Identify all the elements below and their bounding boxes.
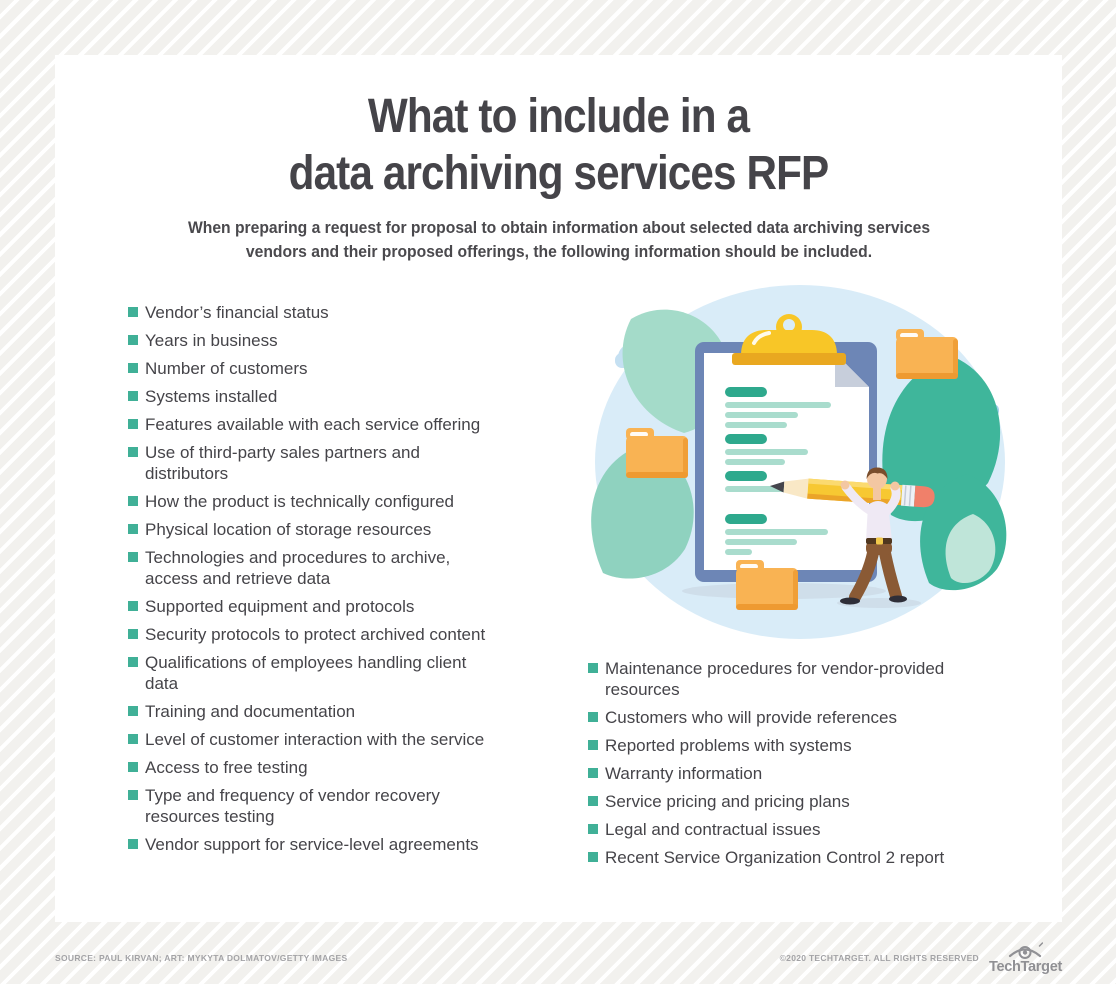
list-item: Legal and contractual issues bbox=[588, 819, 1041, 840]
source-credit: SOURCE: PAUL KIRVAN; ART: MYKYTA DOLMATO… bbox=[55, 953, 348, 964]
list-item: Reported problems with systems bbox=[588, 735, 1041, 756]
list-item: Vendor support for service-level agreeme… bbox=[128, 834, 580, 855]
list-item: Qualifications of employees handling cli… bbox=[128, 652, 580, 694]
list-item: Maintenance procedures for vendor-provid… bbox=[588, 658, 1041, 700]
footer-right: ©2020 TECHTARGET. ALL RIGHTS RESERVED Te… bbox=[780, 942, 1062, 975]
rfp-items-right-column: Maintenance procedures for vendor-provid… bbox=[588, 658, 1041, 868]
techtarget-wordmark: TechTarget bbox=[988, 959, 1062, 975]
rfp-items-left-column: Vendor’s financial status Years in busin… bbox=[128, 302, 580, 862]
list-item: Level of customer interaction with the s… bbox=[128, 729, 580, 750]
list-item: Systems installed bbox=[128, 386, 580, 407]
list-item: Technologies and procedures to archive, … bbox=[128, 547, 580, 589]
list-item: Type and frequency of vendor recovery re… bbox=[128, 785, 580, 827]
page-title-line2: data archiving services RFP bbox=[288, 147, 830, 200]
infographic-card: What to include in a data archiving serv… bbox=[55, 55, 1062, 922]
list-item: Supported equipment and protocols bbox=[128, 596, 580, 617]
list-item: Use of third-party sales partners and di… bbox=[128, 442, 580, 484]
right-column: Maintenance procedures for vendor-provid… bbox=[581, 283, 1041, 875]
list-item: Warranty information bbox=[588, 763, 1041, 784]
list-item: Physical location of storage resources bbox=[128, 519, 580, 540]
list-item: Access to free testing bbox=[128, 757, 580, 778]
copyright-notice: ©2020 TECHTARGET. ALL RIGHTS RESERVED bbox=[779, 953, 979, 964]
checklist-lines bbox=[725, 387, 831, 555]
clip-icon bbox=[732, 314, 846, 365]
list-item: Years in business bbox=[128, 330, 580, 351]
list-item: Recent Service Organization Control 2 re… bbox=[588, 847, 1041, 868]
page-title: What to include in a data archiving serv… bbox=[115, 55, 1001, 202]
list-item: Number of customers bbox=[128, 358, 580, 379]
list-item: Vendor’s financial status bbox=[128, 302, 580, 323]
footer: SOURCE: PAUL KIRVAN; ART: MYKYTA DOLMATO… bbox=[55, 942, 1062, 975]
clipboard-illustration-svg bbox=[591, 285, 1007, 639]
list-item: Features available with each service off… bbox=[128, 414, 580, 435]
techtarget-logo: TechTarget bbox=[989, 942, 1062, 975]
page-subtitle: When preparing a request for proposal to… bbox=[187, 219, 930, 261]
list-item: How the product is technically configure… bbox=[128, 491, 580, 512]
list-item: Training and documentation bbox=[128, 701, 580, 722]
list-item: Security protocols to protect archived c… bbox=[128, 624, 580, 645]
person-figure bbox=[837, 467, 921, 608]
page-title-line1: What to include in a bbox=[367, 90, 750, 143]
list-item: Service pricing and pricing plans bbox=[588, 791, 1041, 812]
leaf-icon bbox=[945, 514, 996, 584]
techtarget-eye-icon bbox=[1009, 942, 1044, 959]
list-item: Customers who will provide references bbox=[588, 707, 1041, 728]
clipboard-illustration bbox=[589, 283, 1041, 648]
